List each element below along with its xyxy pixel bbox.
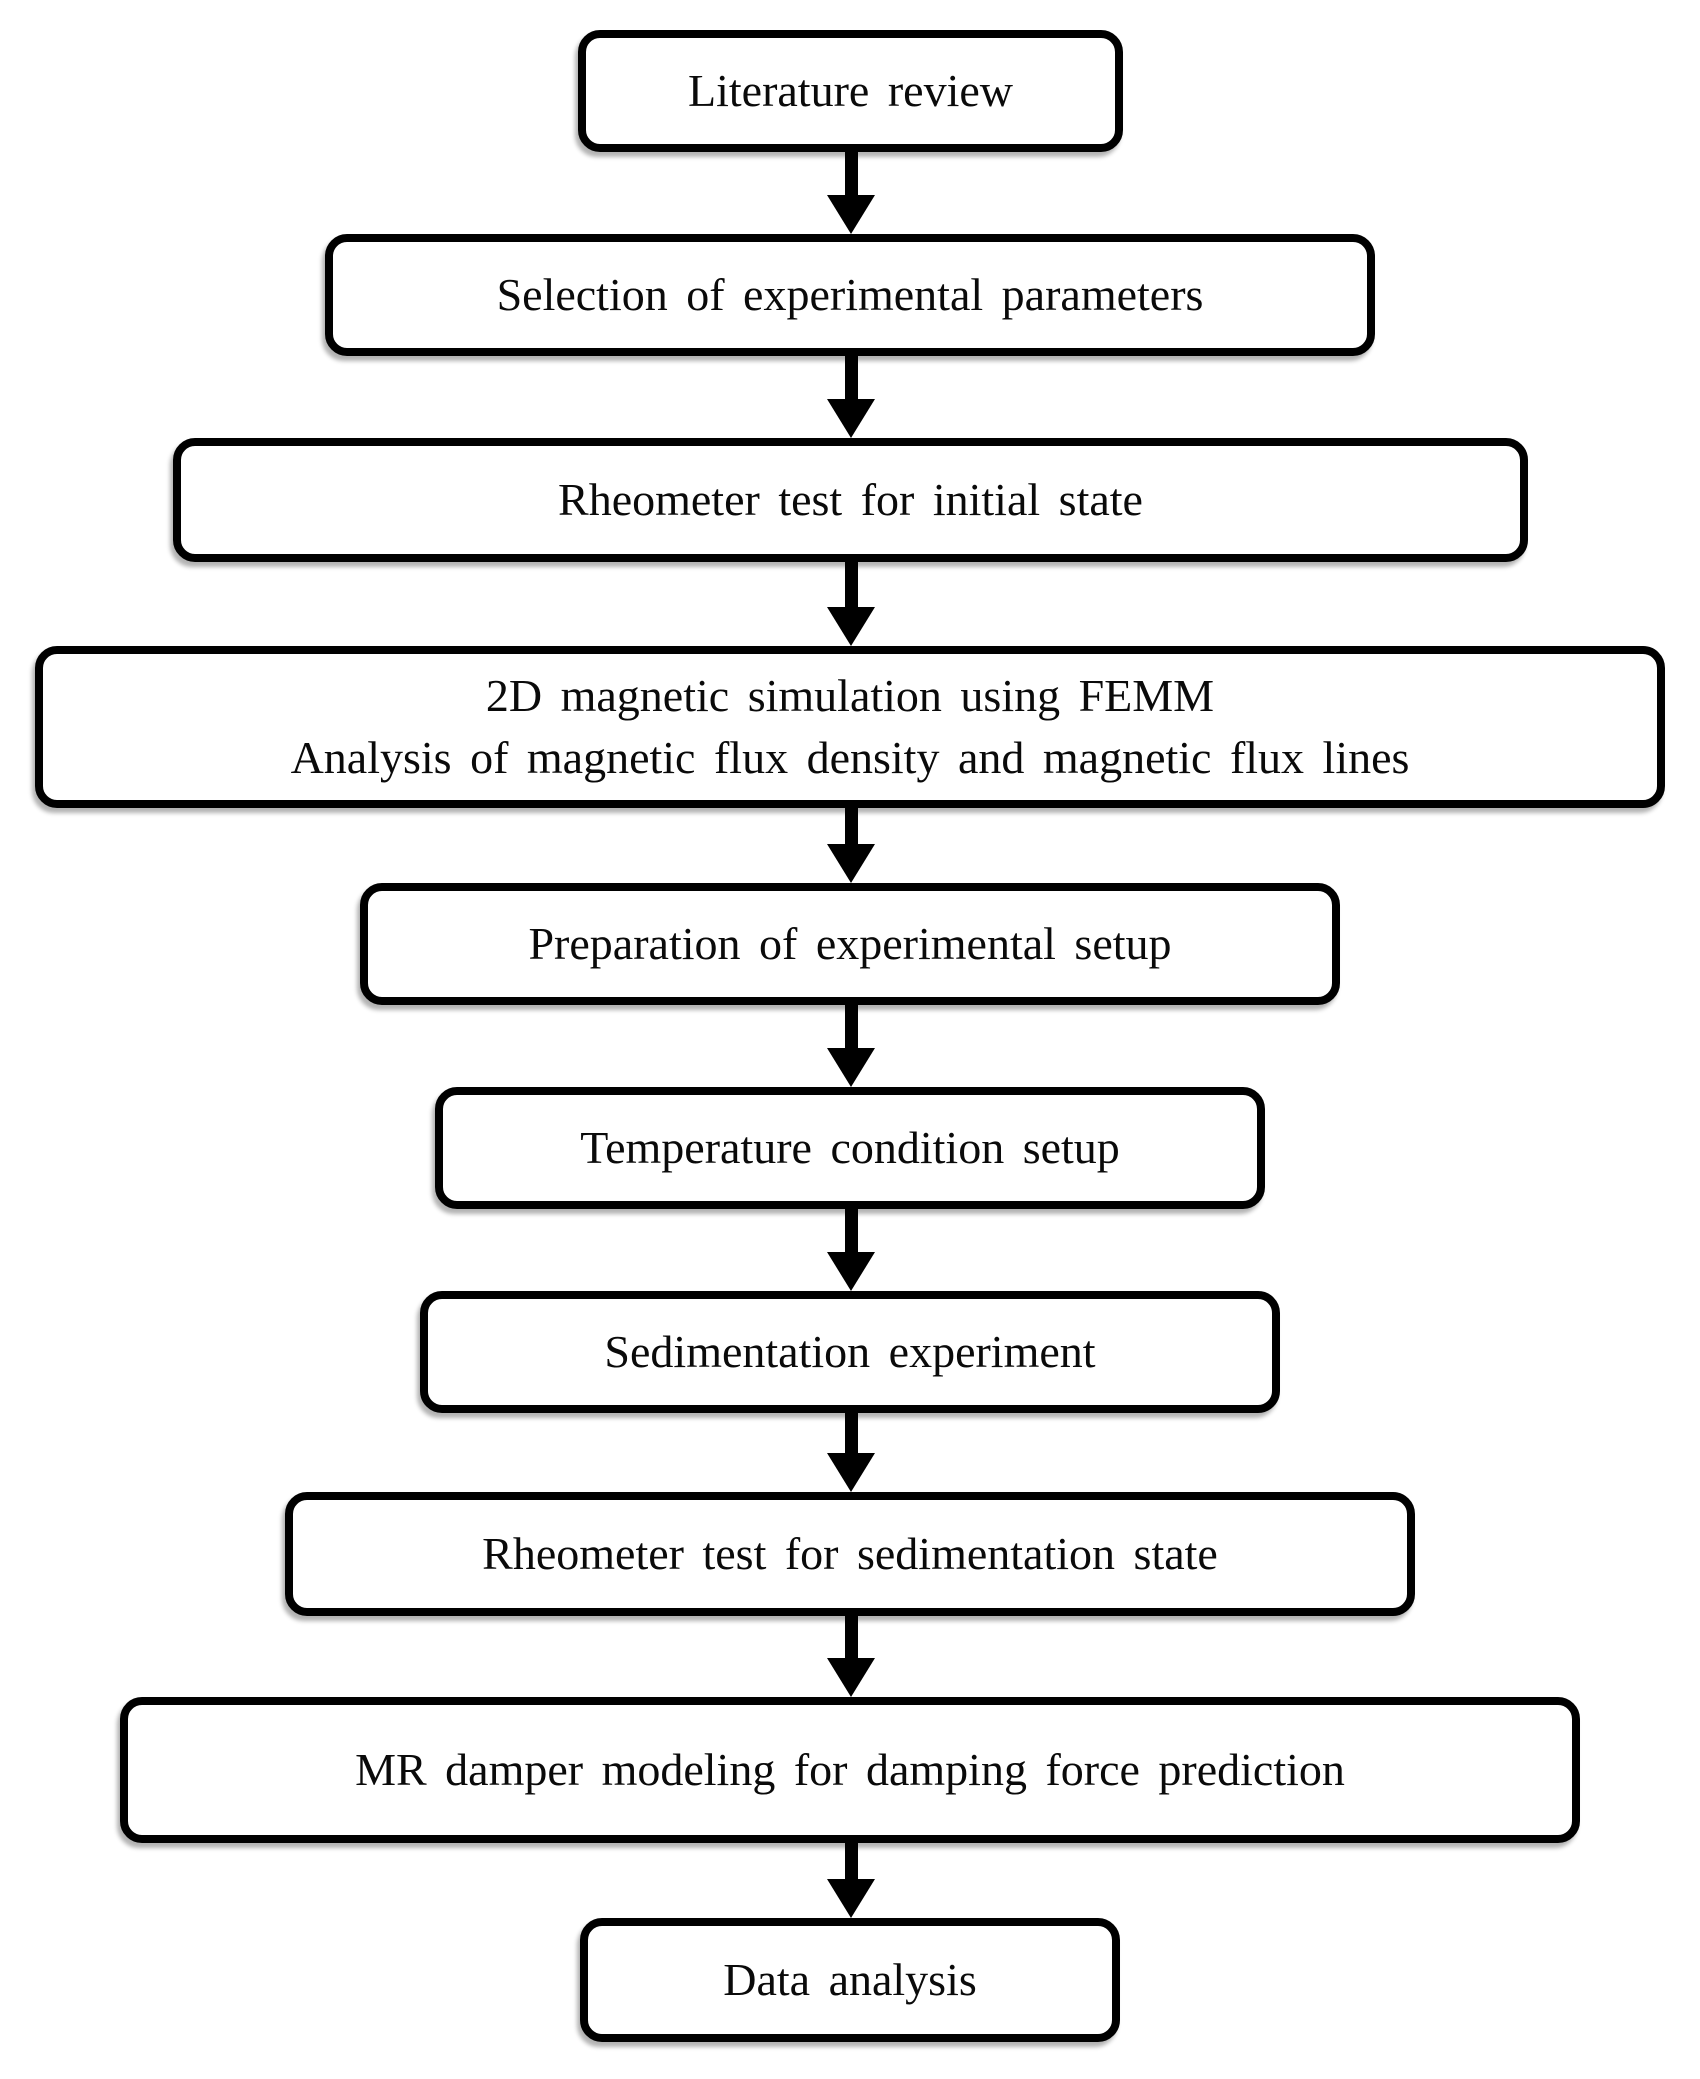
arrow-down-icon (827, 806, 875, 883)
arrow-stem (844, 150, 858, 195)
flow-node-preparation-setup: Preparation of experimental setup (360, 883, 1340, 1005)
flow-node-sedimentation-experiment: Sedimentation experiment (420, 1291, 1280, 1413)
arrow-head (827, 1252, 875, 1291)
flow-node-rheometer-sedimentation: Rheometer test for sedimentation state (285, 1492, 1415, 1616)
arrow-stem (844, 1411, 858, 1453)
arrow-down-icon (827, 560, 875, 646)
node-label: Sedimentation experiment (604, 1325, 1096, 1377)
node-label: 2D magnetic simulation using FEMM Analys… (290, 669, 1410, 783)
arrow-stem (844, 560, 858, 607)
arrow-down-icon (827, 354, 875, 438)
flow-node-mr-damper-modeling: MR damper modeling for damping force pre… (120, 1697, 1580, 1843)
flow-node-temperature-setup: Temperature condition setup (435, 1087, 1265, 1209)
node-label: Selection of experimental parameters (496, 268, 1204, 320)
flow-node-data-analysis: Data analysis (580, 1918, 1120, 2042)
arrow-head (827, 399, 875, 438)
arrow-down-icon (827, 1614, 875, 1697)
arrow-head (827, 1879, 875, 1918)
arrow-down-icon (827, 1207, 875, 1291)
arrow-stem (844, 1841, 858, 1879)
flow-node-selection-of-parameters: Selection of experimental parameters (325, 234, 1375, 356)
arrow-head (827, 1658, 875, 1697)
arrow-stem (844, 1207, 858, 1252)
arrow-head (827, 1048, 875, 1087)
node-label: Rheometer test for sedimentation state (482, 1527, 1218, 1579)
node-label: MR damper modeling for damping force pre… (355, 1743, 1345, 1795)
node-label: Temperature condition setup (580, 1121, 1120, 1173)
arrow-stem (844, 1003, 858, 1048)
arrow-stem (844, 354, 858, 399)
arrow-down-icon (827, 1411, 875, 1492)
node-label: Data analysis (723, 1953, 977, 2005)
arrow-down-icon (827, 150, 875, 234)
arrow-head (827, 1453, 875, 1492)
arrow-stem (844, 806, 858, 844)
flow-node-magnetic-simulation: 2D magnetic simulation using FEMM Analys… (35, 646, 1665, 808)
arrow-down-icon (827, 1841, 875, 1918)
arrow-stem (844, 1614, 858, 1658)
arrow-head (827, 844, 875, 883)
arrow-down-icon (827, 1003, 875, 1087)
arrow-head (827, 195, 875, 234)
flow-node-rheometer-initial: Rheometer test for initial state (173, 438, 1528, 562)
node-label: Literature review (688, 64, 1013, 116)
node-label: Preparation of experimental setup (528, 917, 1172, 969)
arrow-head (827, 607, 875, 646)
flow-node-literature-review: Literature review (578, 30, 1123, 152)
node-label: Rheometer test for initial state (558, 473, 1143, 525)
